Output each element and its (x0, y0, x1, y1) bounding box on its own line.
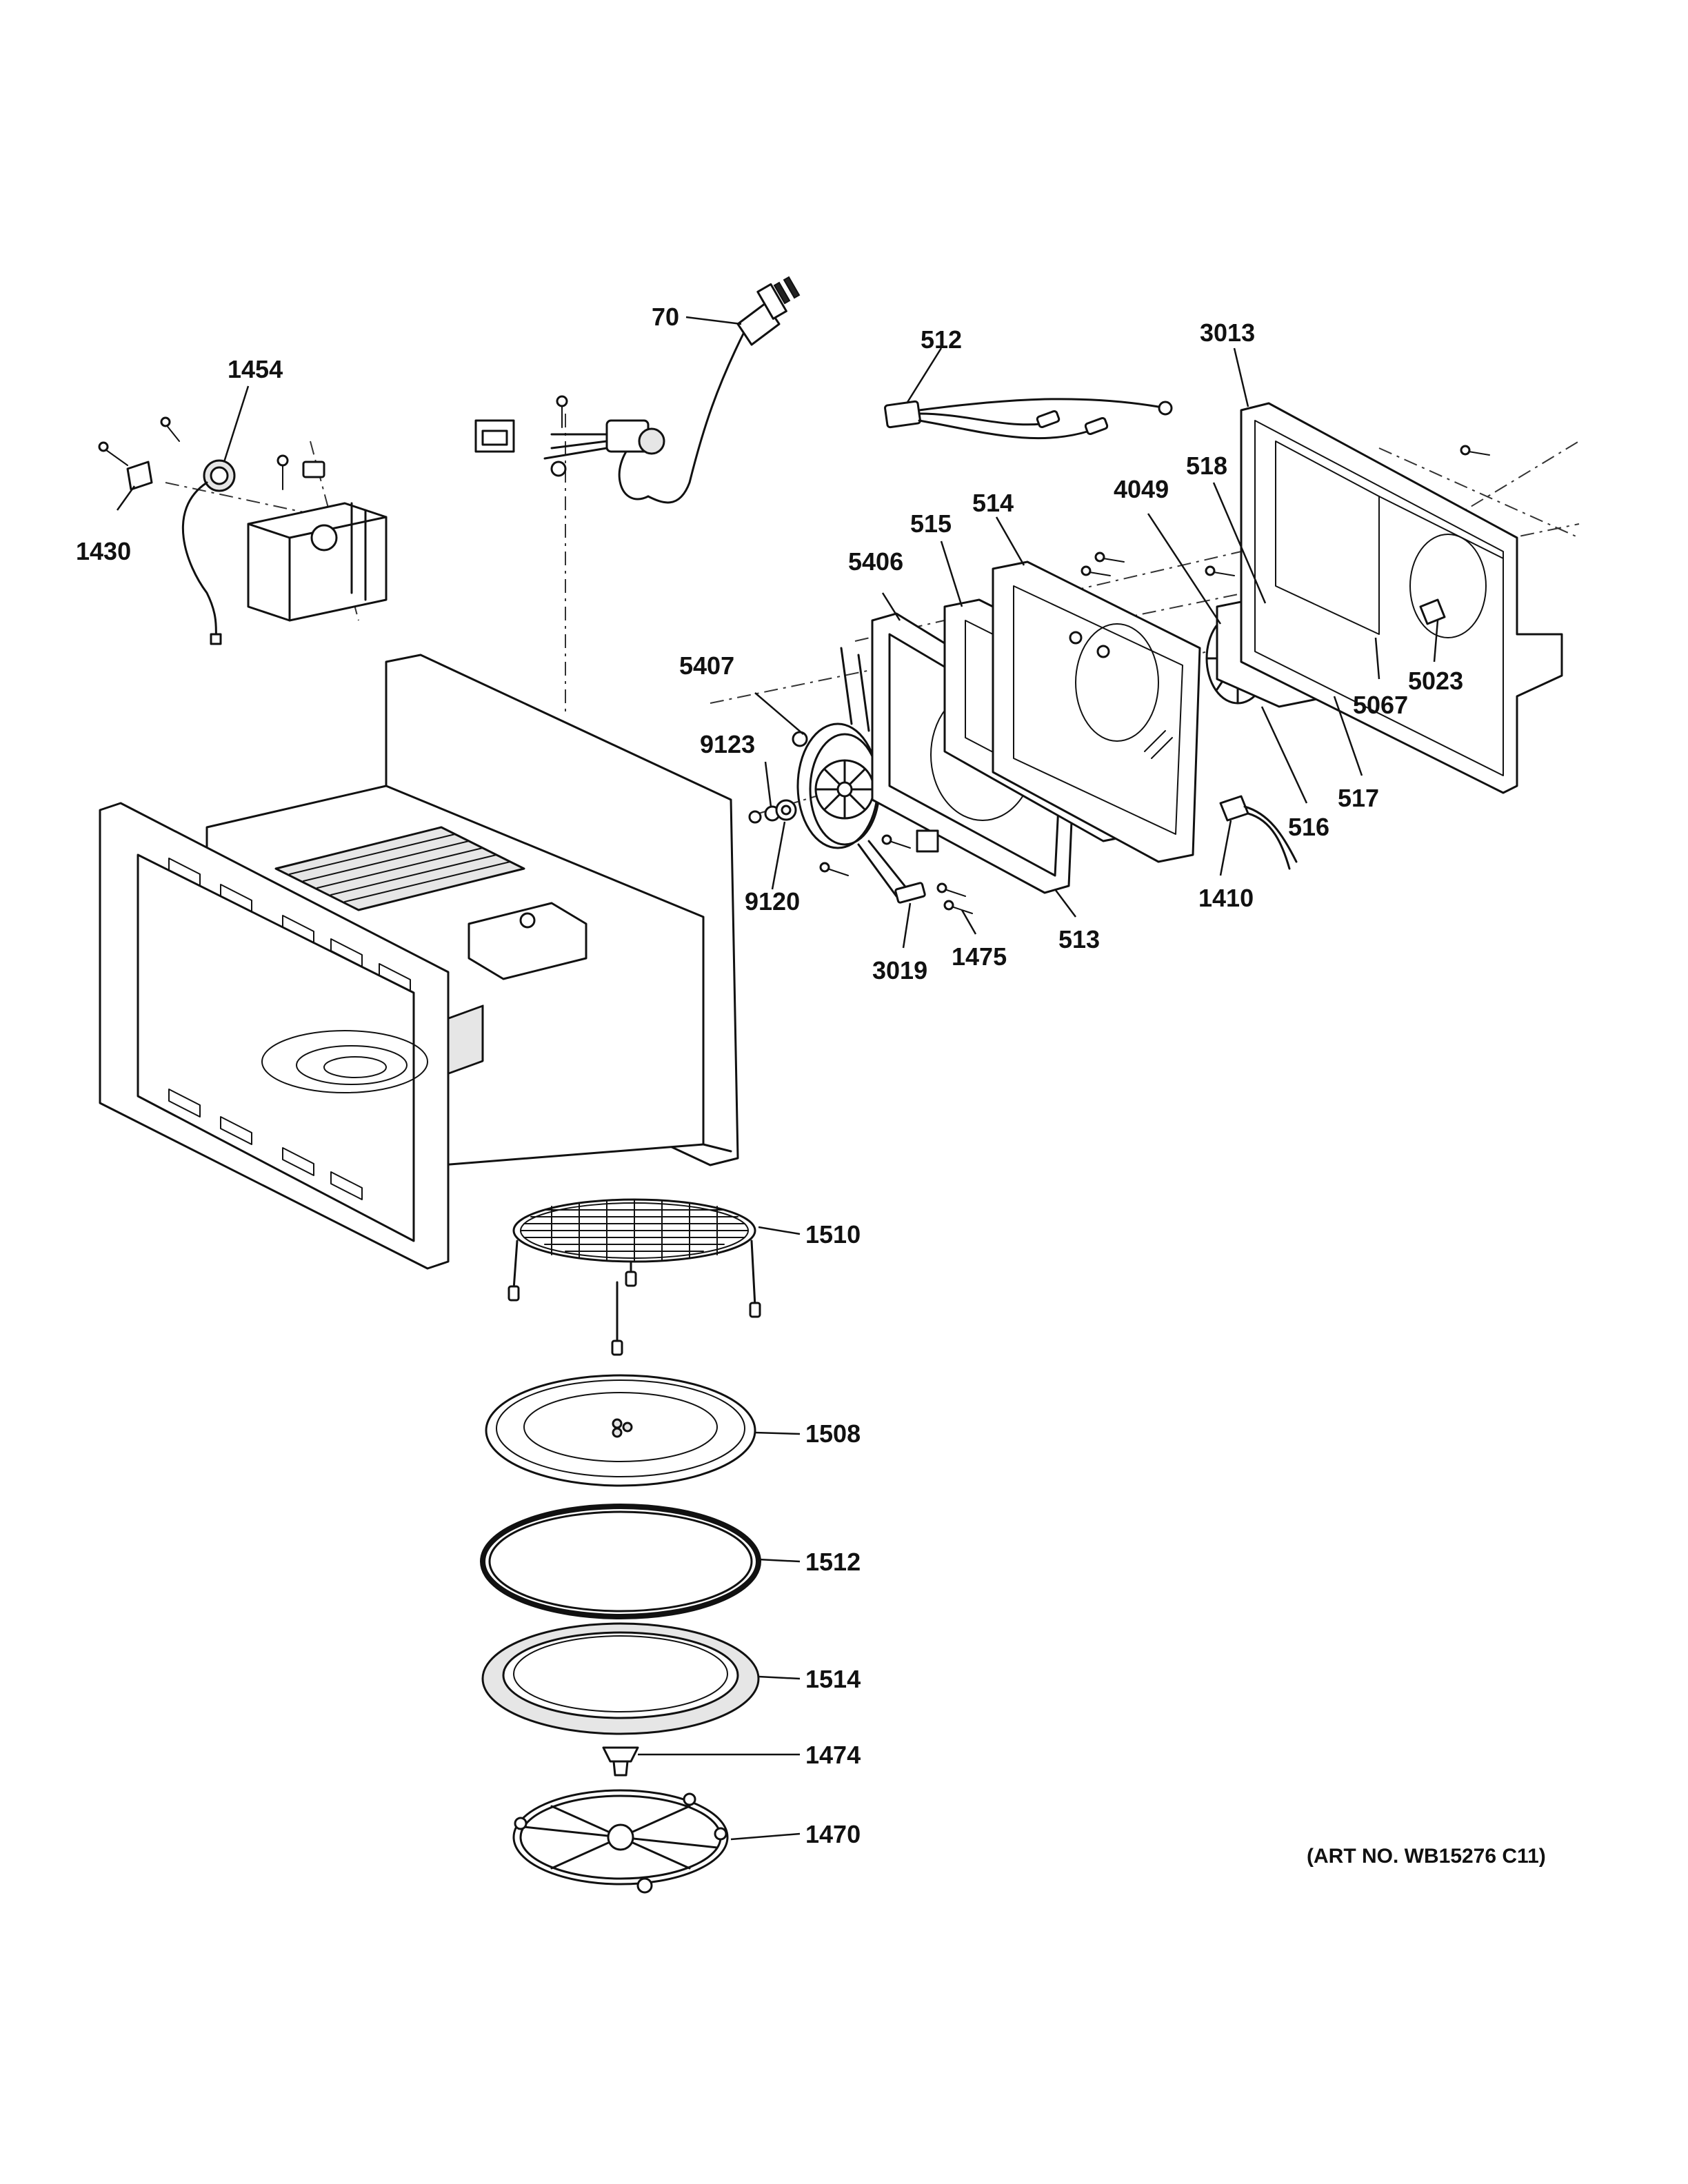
callout-4049: 4049 (1114, 475, 1169, 503)
wire-connector-part (1219, 795, 1298, 870)
wire-harness-part (884, 398, 1173, 440)
callout-labels: 70 512 3013 1454 1430 518 4049 514 515 5… (76, 303, 1463, 1848)
roller-guide-part (512, 1789, 729, 1894)
callout-517: 517 (1338, 784, 1379, 812)
rear-mounting-plate-part (992, 552, 1235, 863)
callout-1475: 1475 (952, 942, 1007, 971)
thermal-switch-bracket-part (98, 416, 388, 645)
callout-513: 513 (1058, 925, 1100, 953)
callout-5407: 5407 (679, 651, 734, 680)
art-number: (ART NO. WB15276 C11) (1307, 1845, 1546, 1868)
callout-1430: 1430 (76, 537, 131, 565)
callout-1510: 1510 (805, 1220, 861, 1248)
turntable-coupler-part (602, 1746, 639, 1777)
callout-5023: 5023 (1408, 667, 1463, 695)
callout-1410: 1410 (1198, 884, 1254, 912)
wire-rack-part (508, 1198, 761, 1356)
callout-512: 512 (921, 325, 962, 354)
callout-514: 514 (972, 489, 1014, 517)
callout-1512: 1512 (805, 1548, 861, 1576)
callout-9123: 9123 (700, 730, 755, 758)
turntable-support-part (481, 1622, 760, 1735)
callout-518: 518 (1186, 452, 1227, 480)
callout-1474: 1474 (805, 1741, 861, 1769)
screws-part (819, 834, 973, 914)
oven-cavity-part (99, 654, 739, 1270)
callout-515: 515 (910, 509, 952, 538)
callout-5406: 5406 (848, 547, 903, 576)
callout-1470: 1470 (805, 1820, 861, 1848)
callout-3013: 3013 (1200, 318, 1255, 347)
callout-3019: 3019 (872, 956, 927, 984)
washers-part (748, 799, 797, 824)
callout-9120: 9120 (745, 887, 800, 916)
outer-case-part (1240, 402, 1563, 794)
leader-lines (116, 316, 1439, 1841)
callout-5067: 5067 (1353, 691, 1408, 719)
callout-1514: 1514 (805, 1665, 861, 1693)
callout-70: 70 (652, 303, 679, 331)
callout-1508: 1508 (805, 1419, 861, 1448)
turntable-ring-part (480, 1504, 761, 1619)
glass-turntable-tray-part (485, 1374, 756, 1487)
callout-516: 516 (1288, 813, 1329, 841)
callout-1454: 1454 (228, 355, 283, 383)
power-cord-part (474, 276, 801, 504)
